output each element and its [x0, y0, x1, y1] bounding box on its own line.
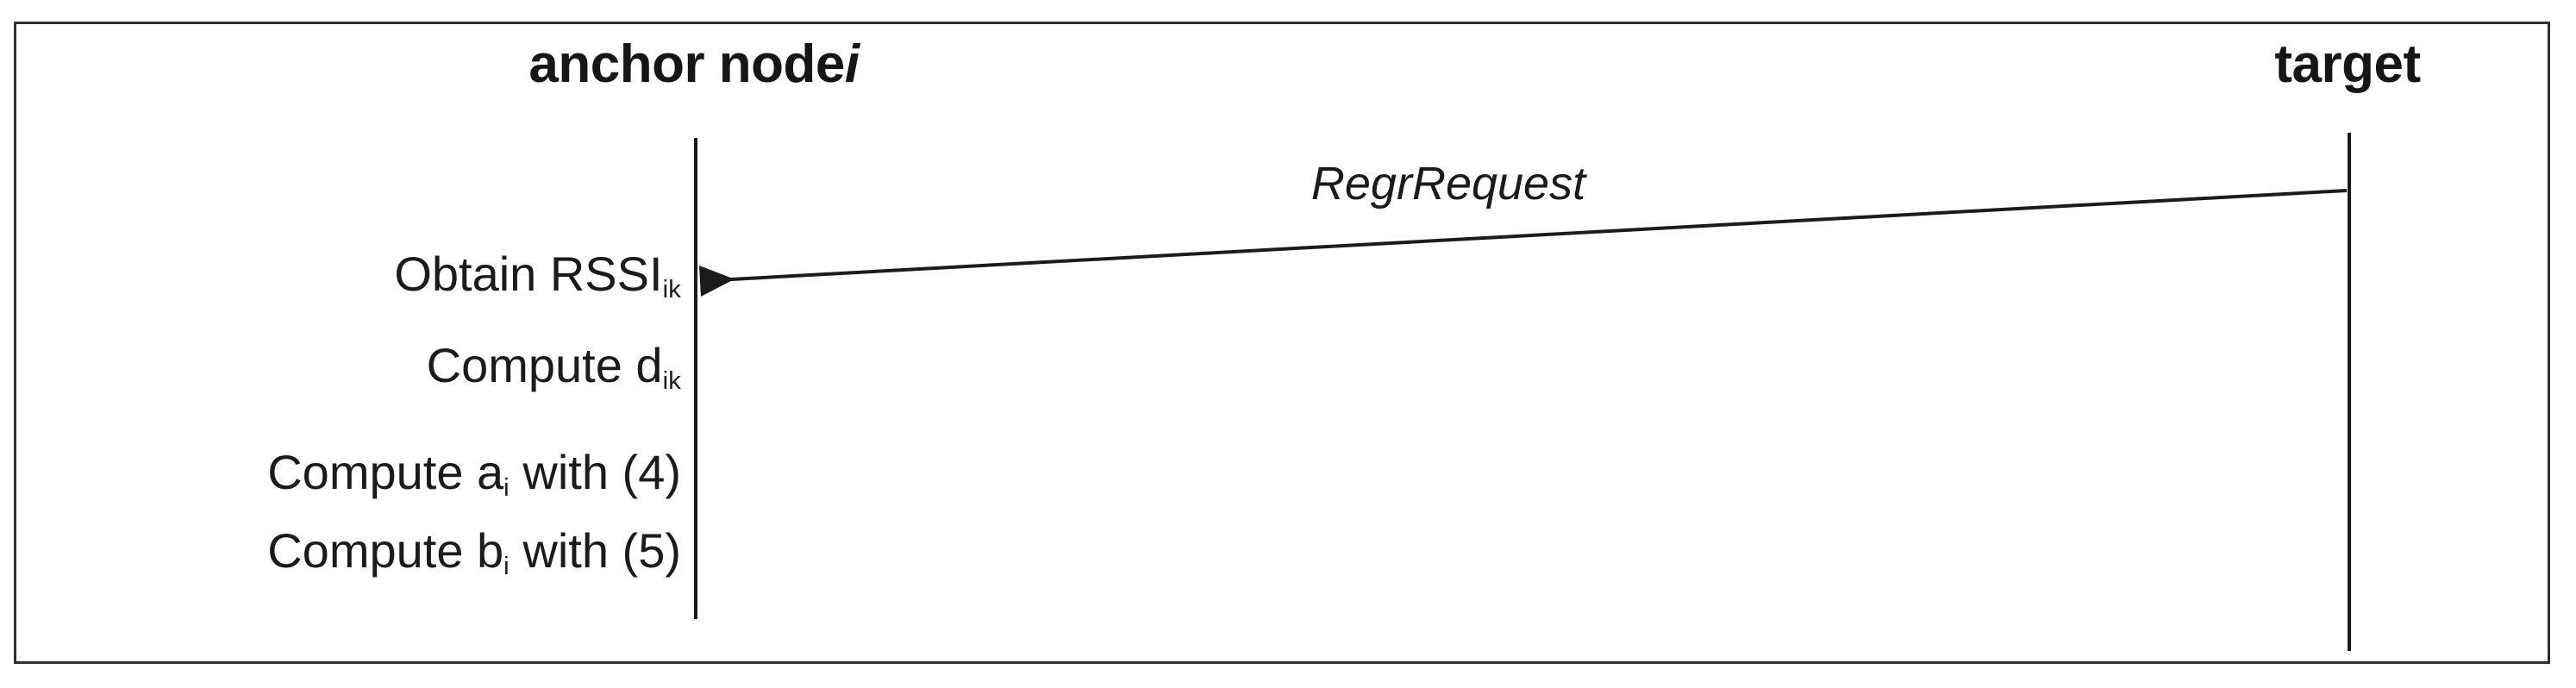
action-subscript: i	[503, 552, 510, 580]
action-label-compute-b: Compute bi with (5)	[267, 527, 681, 579]
action-subscript: i	[503, 473, 510, 502]
participant-header-target: target	[2274, 38, 2421, 91]
message-label-regrrequest: RegrRequest	[1311, 160, 1585, 207]
action-text: Obtain RSSI	[394, 247, 663, 301]
action-suffix: with (4)	[509, 445, 681, 499]
figure-border	[14, 22, 2550, 664]
lifeline-anchor-node	[694, 138, 697, 619]
lifeline-target	[2348, 133, 2351, 651]
participant-header-anchor-node: anchor nodei	[528, 38, 860, 91]
participant-label-target: target	[2274, 34, 2421, 94]
action-text: Compute d	[426, 338, 663, 392]
message-name-text: RegrRequest	[1310, 158, 1586, 210]
participant-index-italic-i: i	[844, 34, 860, 94]
action-text: Compute a	[267, 445, 504, 499]
action-label-compute-d: Compute dik	[426, 338, 681, 394]
action-subscript: ik	[662, 275, 681, 303]
action-text: Compute b	[267, 523, 504, 578]
action-subscript: ik	[662, 366, 681, 395]
action-suffix: with (5)	[509, 523, 681, 578]
participant-label-anchor-node: anchor node	[528, 34, 845, 94]
action-label-obtain-rssi: Obtain RSSIik	[394, 247, 681, 303]
action-label-compute-a: Compute ai with (4)	[267, 445, 681, 501]
